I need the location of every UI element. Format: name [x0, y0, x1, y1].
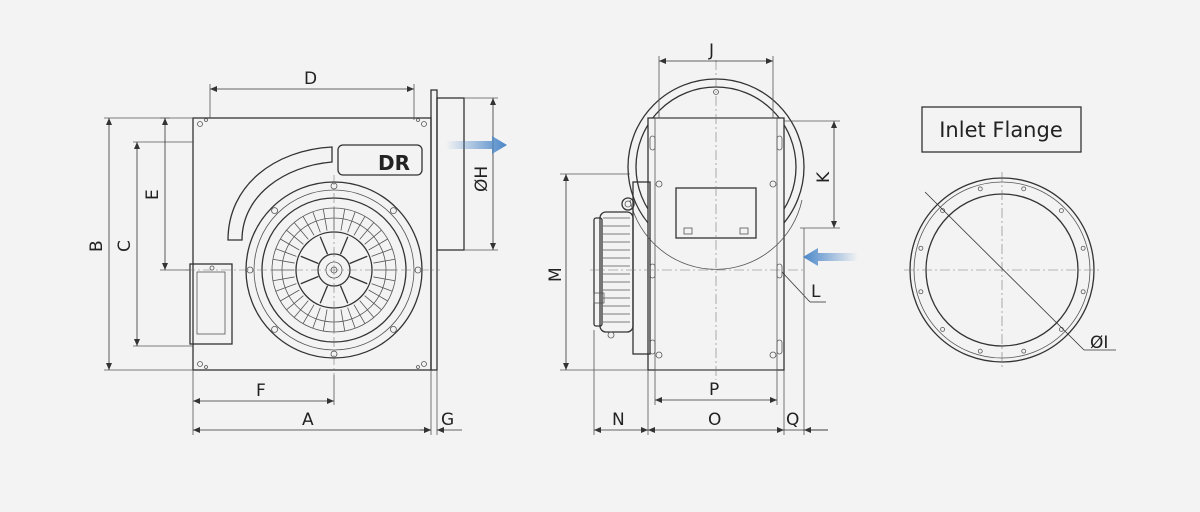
cooling-fin	[364, 295, 382, 311]
motor-body	[599, 211, 634, 333]
label-M: M	[546, 267, 566, 282]
cooling-fin	[373, 276, 396, 282]
side-dimensions	[560, 56, 840, 435]
cooling-fin	[272, 258, 295, 264]
label-F: F	[256, 381, 266, 401]
cooling-fin	[275, 248, 297, 257]
label-N: N	[612, 410, 625, 430]
terminal-screw	[209, 265, 215, 271]
label-E: E	[143, 189, 163, 200]
arrow-left-icon	[803, 248, 858, 266]
cooling-fin	[302, 216, 315, 236]
cooling-fin	[275, 283, 297, 292]
flange-title: Inlet Flange	[939, 118, 1063, 142]
flange-bolt-hole	[1021, 348, 1027, 354]
cooling-fin	[359, 300, 375, 318]
cooling-fin	[347, 211, 356, 233]
fan-spoke	[319, 236, 329, 255]
lifting-eye	[621, 197, 635, 211]
side-view: J K M L P N O Q	[546, 41, 858, 435]
flange-title-box	[921, 106, 1082, 153]
terminal-box-inner	[196, 271, 226, 335]
fan-spoke	[300, 255, 319, 265]
cooling-fin	[368, 238, 388, 251]
cooling-fin	[280, 238, 300, 251]
fan-spoke	[339, 236, 349, 255]
cooling-fin	[286, 295, 304, 311]
motor-bolt	[389, 207, 397, 215]
motor-side	[593, 180, 777, 359]
front-view: DR	[87, 69, 507, 435]
motor-bolts	[246, 182, 422, 358]
cooling-fin	[293, 222, 309, 240]
flange-bolt-hole	[1080, 245, 1086, 251]
flange-bolt-hole	[918, 245, 924, 251]
volute-scroll	[227, 146, 333, 241]
fan-spokes	[300, 236, 368, 304]
cooling-fin	[322, 208, 328, 231]
cooling-fin	[373, 258, 396, 264]
label-L: L	[811, 282, 821, 302]
outlet-duct	[436, 97, 465, 251]
label-J: J	[708, 41, 714, 61]
logo-text: DR	[378, 151, 410, 175]
cooling-fin	[368, 289, 388, 302]
flange-bolt-hole	[940, 326, 946, 332]
front-dimensions	[104, 84, 498, 435]
flange-bolt-hole	[1080, 289, 1086, 295]
fan-spoke	[300, 275, 319, 285]
cooling-fin	[340, 208, 346, 231]
fan-spoke	[349, 275, 368, 285]
arrow-right-icon	[446, 136, 507, 154]
cooling-fin	[302, 304, 315, 324]
cooling-fin	[353, 304, 366, 324]
flange-bolt-hole	[977, 348, 983, 354]
flange-bolt-holes	[918, 186, 1086, 354]
motor-bolt	[389, 325, 397, 333]
cooling-fin	[293, 300, 309, 318]
cooling-fin	[371, 248, 393, 257]
flange-bolt-hole	[977, 186, 983, 192]
cooling-fin	[347, 307, 356, 329]
cooling-fin	[312, 211, 321, 233]
cooling-fin	[322, 309, 328, 332]
label-P: P	[709, 380, 719, 400]
cooling-fin	[371, 283, 393, 292]
corner-screws	[197, 118, 427, 369]
flange-bolt-hole	[1058, 208, 1064, 214]
cooling-fin	[312, 307, 321, 329]
fan-spoke	[349, 255, 368, 265]
label-B: B	[87, 240, 107, 252]
label-Q: Q	[786, 410, 799, 430]
flange-bolt-hole	[1021, 186, 1027, 192]
label-A: A	[302, 410, 314, 430]
fan-spoke	[339, 285, 349, 304]
label-C: C	[115, 240, 135, 252]
logo-panel	[337, 144, 423, 176]
label-H: ØH	[472, 166, 492, 192]
cooling-fin	[364, 229, 382, 245]
cooling-fin	[359, 222, 375, 240]
flange-bolt-hole	[918, 289, 924, 295]
motor-bolt	[271, 325, 279, 333]
cooling-fin	[340, 309, 346, 332]
fan-spoke	[319, 285, 329, 304]
label-O: O	[708, 410, 721, 430]
motor-bolt	[271, 207, 279, 215]
label-G: G	[441, 410, 454, 430]
label-K: K	[814, 171, 834, 183]
cooling-fin	[353, 216, 366, 236]
terminal-box	[189, 263, 233, 345]
cooling-fin	[280, 289, 300, 302]
flange-bolt-hole	[940, 208, 946, 214]
label-D: D	[304, 69, 317, 89]
label-I: ØI	[1090, 333, 1108, 353]
outlet-flange-plate	[430, 89, 438, 371]
cooling-fin	[286, 229, 304, 245]
cooling-fin	[272, 276, 295, 282]
inlet-flange-view: Inlet Flange ØI	[904, 106, 1116, 368]
